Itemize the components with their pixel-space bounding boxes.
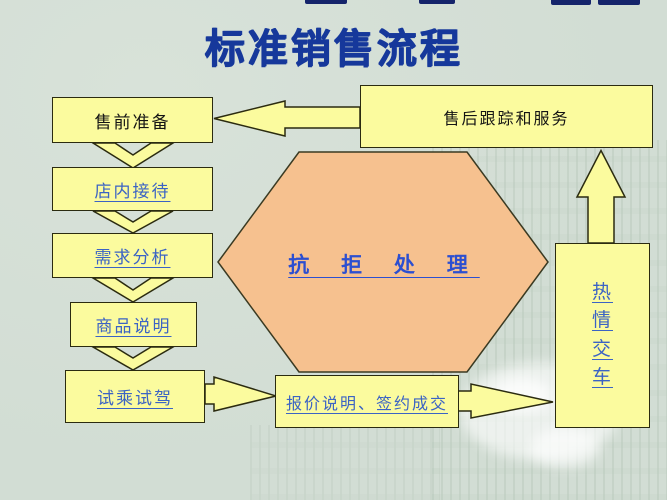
pre-sale-label: 售前准备 bbox=[94, 112, 171, 132]
reception-link[interactable]: 店内接待 bbox=[94, 181, 171, 201]
box-test-drive: 试乘试驾 bbox=[65, 370, 205, 423]
box-reception: 店内接待 bbox=[52, 167, 213, 211]
objection-handling-link[interactable]: 抗 拒 处 理 bbox=[288, 254, 480, 277]
cropped-text-fragment bbox=[419, 0, 455, 4]
cropped-text-fragment bbox=[551, 0, 591, 5]
arrow-after-sales-to-pre-sale bbox=[213, 100, 361, 137]
box-needs-analysis: 需求分析 bbox=[52, 233, 213, 278]
cropped-text-fragment bbox=[598, 0, 640, 5]
delivery-link[interactable]: 热情交车 bbox=[591, 281, 613, 389]
dragon-watermark-tail bbox=[530, 428, 600, 468]
arrow-down-needs-to-product bbox=[90, 277, 176, 303]
arrow-down-reception-to-needs bbox=[92, 210, 174, 234]
test-drive-link[interactable]: 试乘试驾 bbox=[97, 389, 173, 408]
box-pre-sale: 售前准备 bbox=[52, 97, 213, 143]
cropped-text-fragment bbox=[305, 0, 347, 4]
slide-title: 标准销售流程 bbox=[204, 25, 463, 72]
arrow-quotation-to-delivery bbox=[457, 383, 554, 419]
arrow-delivery-to-after-sales bbox=[575, 148, 627, 244]
hexagon-objection-shape bbox=[217, 151, 549, 373]
box-delivery: 热情交车 bbox=[555, 243, 650, 428]
after-sales-label: 售后跟踪和服务 bbox=[443, 110, 570, 128]
arrow-down-product-to-test-drive bbox=[90, 346, 176, 371]
arrow-down-pre-sale-to-reception bbox=[90, 142, 176, 169]
quotation-link[interactable]: 报价说明、签约成交 bbox=[285, 395, 448, 413]
needs-analysis-link[interactable]: 需求分析 bbox=[94, 248, 171, 267]
box-product-intro: 商品说明 bbox=[70, 302, 197, 347]
box-after-sales: 售后跟踪和服务 bbox=[360, 85, 653, 148]
box-quotation: 报价说明、签约成交 bbox=[275, 375, 459, 428]
arrow-test-drive-to-quotation bbox=[204, 375, 279, 412]
product-intro-link[interactable]: 商品说明 bbox=[95, 317, 172, 336]
